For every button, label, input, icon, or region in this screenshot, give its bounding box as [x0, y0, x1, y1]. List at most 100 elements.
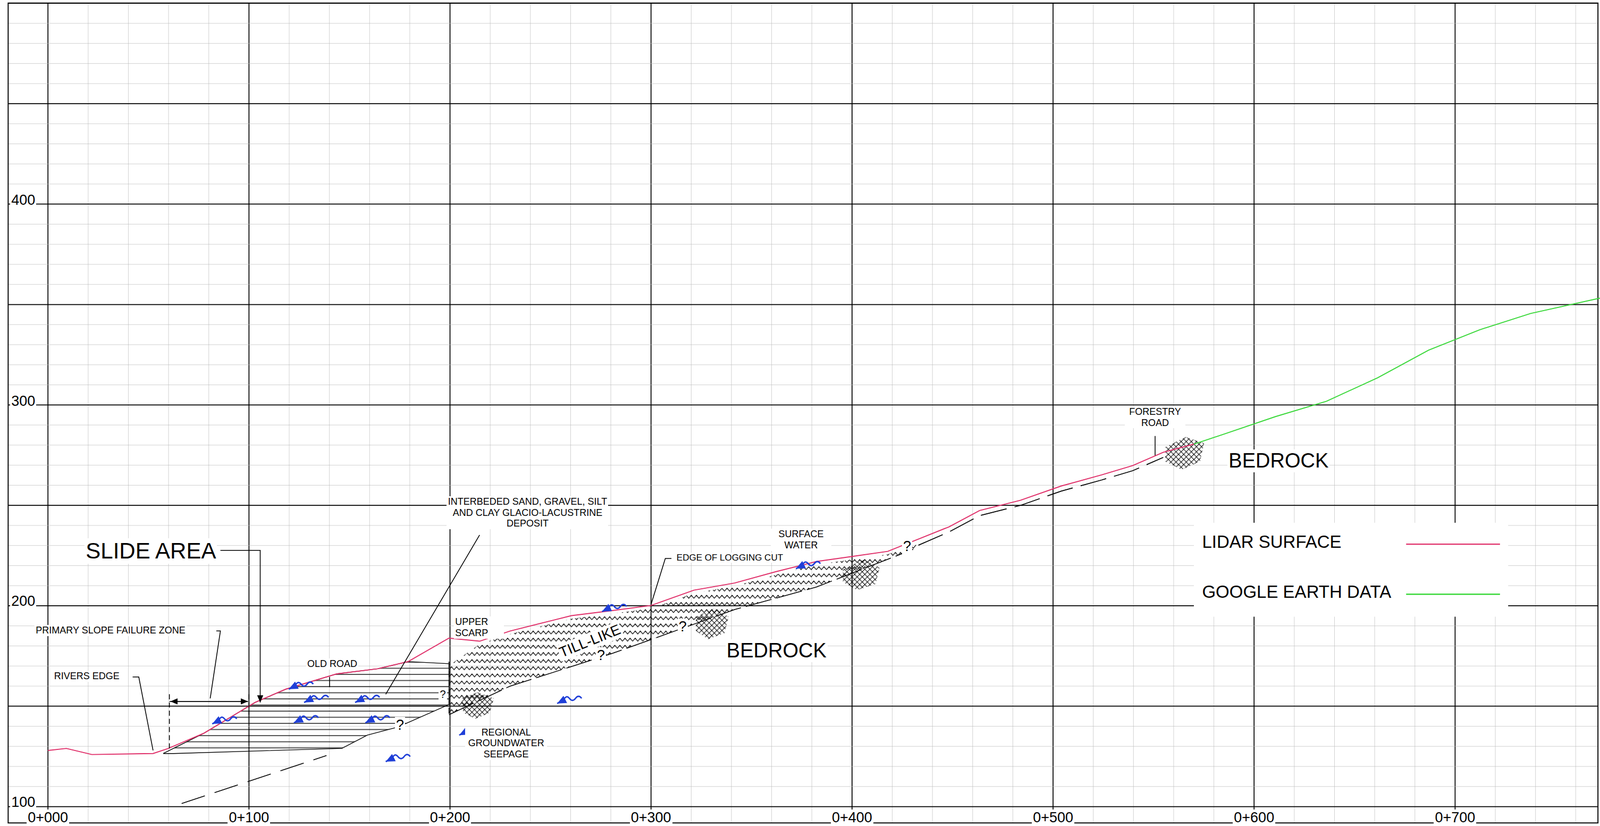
grid-line — [7, 264, 1598, 265]
grid-line — [208, 3, 209, 823]
annotation: SLIDE AREA — [84, 537, 217, 564]
grid-line — [1414, 3, 1416, 823]
annotation: BEDROCK — [725, 638, 828, 663]
grid-line — [650, 3, 652, 823]
grid-line — [972, 3, 973, 823]
grid-line — [7, 484, 1598, 486]
flow-arrow — [365, 715, 390, 723]
axis-label: 0+600 — [1232, 809, 1276, 826]
annotation: BEDROCK — [1227, 449, 1330, 473]
axis-label: 0+700 — [1433, 809, 1477, 826]
grid-line — [7, 785, 1598, 787]
grid-line — [7, 344, 1598, 345]
annotation: INTERBEDED SAND, GRAVEL, SILT AND CLAY G… — [446, 495, 609, 529]
grid-line — [7, 424, 1598, 426]
grid-line — [1253, 3, 1255, 823]
grid-line — [7, 765, 1598, 767]
grid-line — [128, 3, 129, 823]
legend-text: GOOGLE EARTH DATA — [1200, 581, 1393, 602]
annotation: ? — [902, 537, 913, 555]
grid-line — [811, 3, 813, 823]
grid-line — [7, 625, 1598, 626]
grid-line — [7, 304, 1598, 306]
axis-label: 200 — [10, 592, 37, 610]
annotation: ? — [438, 687, 447, 701]
bedrock-hatch — [461, 436, 1204, 719]
grid-line — [7, 123, 1598, 124]
annotation: ? — [595, 646, 606, 664]
grid-line — [1495, 3, 1496, 823]
grid-line — [1213, 3, 1215, 823]
grid-line — [1374, 3, 1376, 823]
flow-arrow — [304, 694, 329, 702]
grid-line — [7, 103, 1598, 105]
grid-line — [7, 203, 1598, 205]
flow-arrow — [355, 694, 380, 702]
annotation: SURFACE WATER — [770, 528, 832, 551]
axis-label: 0+000 — [26, 809, 70, 826]
grid-line — [691, 3, 692, 823]
grid-line — [851, 3, 853, 823]
grid-line — [7, 364, 1598, 365]
grid-line — [7, 444, 1598, 445]
grid-line — [7, 83, 1598, 84]
lidar-profile — [47, 443, 1194, 755]
grid-line — [1334, 3, 1335, 823]
flow-arrow — [795, 561, 821, 569]
annotation: PRIMARY SLOPE FAILURE ZONE — [34, 624, 187, 636]
grid — [7, 3, 1598, 823]
axis-label: 400 — [10, 191, 37, 209]
annotation: OLD ROAD — [306, 658, 359, 670]
grid-line — [1092, 3, 1094, 823]
flow-arrow — [293, 715, 319, 723]
grid-line — [87, 3, 89, 823]
grid-line — [1454, 3, 1456, 823]
axis-label: 0+500 — [1031, 809, 1075, 826]
grid-line — [1575, 3, 1577, 823]
grid-line — [7, 163, 1598, 165]
grid-line — [932, 3, 933, 823]
grid-line — [7, 283, 1598, 285]
annotation: FORESTRY ROAD — [1124, 406, 1186, 428]
grid-line — [7, 384, 1598, 385]
legend-text: LIDAR SURFACE — [1200, 531, 1343, 552]
grid-line — [529, 3, 531, 823]
deep-contact — [181, 755, 327, 804]
grid-line — [7, 324, 1598, 325]
grid-line — [7, 223, 1598, 225]
grid-line — [7, 464, 1598, 466]
grid-line — [1052, 3, 1054, 823]
grid-line — [7, 243, 1598, 245]
flow-arrow — [557, 695, 582, 703]
annotation: EDGE OF LOGGING CUT — [675, 552, 785, 563]
grid-line — [7, 805, 1598, 807]
axis-label: 0+200 — [428, 809, 472, 826]
grid-line — [168, 3, 170, 823]
grid-line — [7, 403, 1598, 406]
grid-line — [7, 685, 1598, 686]
legend-lidar-sample — [1405, 543, 1501, 545]
annotation: ? — [677, 618, 688, 635]
flow-arrow — [212, 716, 237, 724]
contact-dashes — [918, 457, 1164, 545]
grid-line — [731, 3, 732, 823]
flow-arrow — [385, 754, 411, 762]
flow-arrow — [602, 603, 627, 611]
grid-line — [771, 3, 772, 823]
axis-label: 0+100 — [227, 809, 271, 826]
grid-line — [1293, 3, 1295, 823]
annotation: REGIONAL GROUNDWATER SEEPAGE — [465, 726, 547, 760]
till-base — [449, 549, 914, 715]
leaders — [132, 435, 1156, 751]
grid-line — [7, 504, 1598, 506]
grid-line — [1012, 3, 1014, 823]
axis-label: 300 — [10, 392, 37, 410]
axis-label: 0+300 — [629, 809, 673, 826]
grid-line — [7, 43, 1598, 44]
grid-line — [891, 3, 893, 823]
legend-google-sample — [1405, 593, 1501, 595]
axis-label: 0+400 — [830, 809, 874, 826]
grid-line — [7, 22, 1598, 24]
grid-line — [610, 3, 612, 823]
